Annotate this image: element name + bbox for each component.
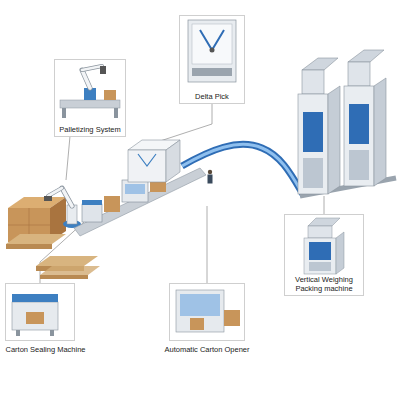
carton-opener-thumbnail xyxy=(190,318,204,330)
carton-opener-unit xyxy=(125,184,145,194)
blue-conveyor xyxy=(182,144,304,196)
carton-sealer-thumbnail xyxy=(12,302,58,330)
carton-opener-unit xyxy=(122,180,148,202)
palletizing-thumbnail xyxy=(104,90,116,100)
packing-machine xyxy=(303,158,323,188)
palletizing-robot xyxy=(62,188,72,206)
machine-callout: Delta Pick xyxy=(179,15,245,104)
machine-label: Delta Pick xyxy=(183,92,241,101)
delta-pick-thumbnail xyxy=(192,24,232,64)
carton-sealer-thumbnail xyxy=(26,312,44,324)
pallet xyxy=(40,275,88,279)
delta-pick-thumbnail xyxy=(200,30,224,50)
palletizing-thumbnail xyxy=(62,108,66,118)
packing-machine xyxy=(349,150,369,180)
palletizing-robot xyxy=(48,188,62,196)
carton-sealer-thumbnail xyxy=(50,330,54,336)
packing-machine xyxy=(344,86,374,186)
machine-label: Palletizing System xyxy=(58,125,122,134)
leader-line xyxy=(207,206,208,283)
operator xyxy=(208,170,212,174)
callout-frame xyxy=(5,283,75,341)
operator xyxy=(208,175,213,184)
operator xyxy=(208,170,213,184)
pallet xyxy=(6,234,100,279)
packing-machine-thumbnail xyxy=(308,226,332,238)
packing-machine xyxy=(298,50,386,194)
palletizing-thumbnail xyxy=(60,100,120,108)
carton-opener-thumbnail xyxy=(176,290,240,332)
pallet xyxy=(36,256,98,266)
carton-sealer-thumbnail xyxy=(16,330,20,336)
packing-machine xyxy=(348,62,370,86)
palletizing-thumbnail xyxy=(82,70,90,88)
machine-label: Vertical Weighing Packing machine xyxy=(288,275,360,293)
packing-machine-thumbnail xyxy=(304,218,344,274)
packing-machine xyxy=(349,104,369,144)
callout-frame: Palletizing System xyxy=(54,59,126,137)
delta-pick-unit xyxy=(128,140,180,182)
delta-pick-unit xyxy=(166,140,180,182)
palletizing-robot xyxy=(62,188,72,206)
packing-machine-thumbnail xyxy=(308,218,340,226)
packing-machine-thumbnail xyxy=(309,242,331,260)
callout-frame: Vertical Weighing Packing machine xyxy=(284,214,364,296)
palletizing-thumbnail xyxy=(60,66,120,118)
carton-sealing-unit xyxy=(82,204,102,222)
delta-pick-thumbnail xyxy=(192,68,232,76)
palletizing-thumbnail xyxy=(82,70,90,88)
delta-pick-unit xyxy=(128,150,166,182)
palletizing-robot xyxy=(44,196,52,201)
machine-callout: Palletizing System xyxy=(54,59,126,137)
pallet xyxy=(40,266,100,275)
palletizing-thumbnail xyxy=(100,66,106,74)
leader-line xyxy=(324,196,325,214)
carton-opener-thumbnail xyxy=(224,310,240,326)
machine-label: Carton Sealing Machine xyxy=(3,345,88,354)
machine-label: Automatic Carton Opener xyxy=(162,345,252,354)
machine-callout: Vertical Weighing Packing machine xyxy=(284,214,364,296)
machine-callout: Carton Sealing Machine xyxy=(3,283,88,354)
callout-frame: Delta Pick xyxy=(179,15,245,104)
blue-conveyor xyxy=(182,144,396,196)
carton-sealing-unit xyxy=(104,196,120,212)
carton-sealing-unit xyxy=(82,200,102,205)
packing-machine-thumbnail xyxy=(304,238,336,274)
delta-pick-thumbnail xyxy=(210,48,215,53)
delta-pick-unit xyxy=(138,154,156,166)
packing-machine xyxy=(298,94,328,194)
callout-frame xyxy=(169,283,245,341)
carton-sealing-unit xyxy=(82,196,120,222)
packing-machine xyxy=(302,58,338,70)
delta-pick-thumbnail xyxy=(188,20,236,82)
carton-sealer-thumbnail xyxy=(12,294,58,336)
packing-machine xyxy=(303,112,323,152)
packing-machine-thumbnail xyxy=(309,262,331,271)
packing-machine xyxy=(328,86,340,194)
packing-machine xyxy=(348,50,384,62)
palletizing-robot xyxy=(44,188,81,228)
packing-machine-thumbnail xyxy=(336,232,344,274)
pallet xyxy=(6,244,52,249)
carton-opener-thumbnail xyxy=(176,290,224,332)
carton-opener-thumbnail xyxy=(180,294,220,316)
blue-conveyor xyxy=(182,144,304,196)
delta-pick-thumbnail xyxy=(188,20,236,82)
pallet xyxy=(6,234,66,244)
palletizing-thumbnail xyxy=(114,108,118,118)
machine-callout: Automatic Carton Opener xyxy=(162,283,252,354)
packing-machine xyxy=(374,78,386,186)
palletizing-thumbnail xyxy=(82,66,102,70)
carton-sealer-thumbnail xyxy=(12,294,58,302)
leader-line xyxy=(154,103,212,143)
palletizing-robot xyxy=(48,188,62,196)
packing-machine xyxy=(302,70,324,94)
leader-line xyxy=(66,136,70,180)
palletizing-thumbnail xyxy=(82,66,102,70)
